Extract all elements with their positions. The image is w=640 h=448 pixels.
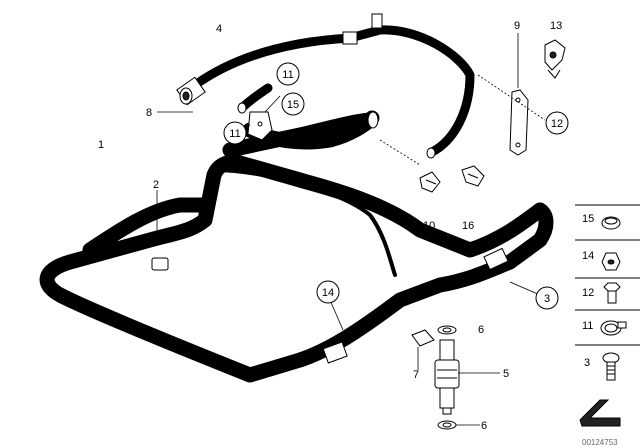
svg-text:12: 12 [551,118,563,130]
label-2: 2 [153,179,159,191]
seal-6-top [437,325,457,335]
top-hose [176,13,475,157]
label-10: 10 [423,220,435,232]
callout-15: 15 [281,92,305,116]
legend-part-11 [600,320,627,336]
image-id: 00124753 [582,438,618,447]
legend-part-12 [603,282,621,304]
label-6-top: 6 [478,324,484,336]
label-7: 7 [413,369,419,381]
arrow-logo: 00124753 [579,399,621,447]
legend-panel: 15 14 12 11 3 [575,204,640,381]
label-9: 9 [514,20,520,32]
label-1: 1 [98,139,104,151]
hose-connector [176,76,206,106]
legend-part-3 [602,352,620,381]
label-16: 16 [462,220,474,232]
legend-label-3: 3 [584,357,590,369]
legend-label-12: 12 [582,287,594,299]
callout-3: 3 [535,286,559,310]
leader-lines [156,33,546,426]
injector-5 [434,339,460,415]
svg-text:11: 11 [229,128,240,140]
legend-label-15: 15 [582,213,594,225]
svg-text:14: 14 [322,287,334,299]
fitting-2 [151,257,169,271]
legend-part-15 [601,216,621,230]
label-8: 8 [146,107,152,119]
elbow-pipe [242,110,380,150]
svg-text:15: 15 [287,99,299,111]
clip-13 [544,39,566,79]
bracket-9 [509,89,529,156]
clamp-10 [419,171,441,193]
svg-text:11: 11 [282,69,293,81]
fuel-rail-pipe [39,112,554,383]
callout-11-bottom: 11 [223,121,247,145]
svg-text:3: 3 [544,293,550,305]
legend-label-14: 14 [582,250,594,262]
callout-14: 14 [316,280,340,304]
bracket-7 [411,329,435,347]
label-6-bottom: 6 [481,420,487,432]
seal-6-bottom [437,420,457,430]
label-13: 13 [550,20,562,32]
callout-12: 12 [545,111,569,135]
label-5: 5 [503,368,509,380]
clamp-16 [461,165,485,187]
label-4: 4 [216,23,222,35]
legend-label-11: 11 [582,320,593,332]
small-hose [237,83,273,114]
callout-11-top: 11 [276,62,300,86]
